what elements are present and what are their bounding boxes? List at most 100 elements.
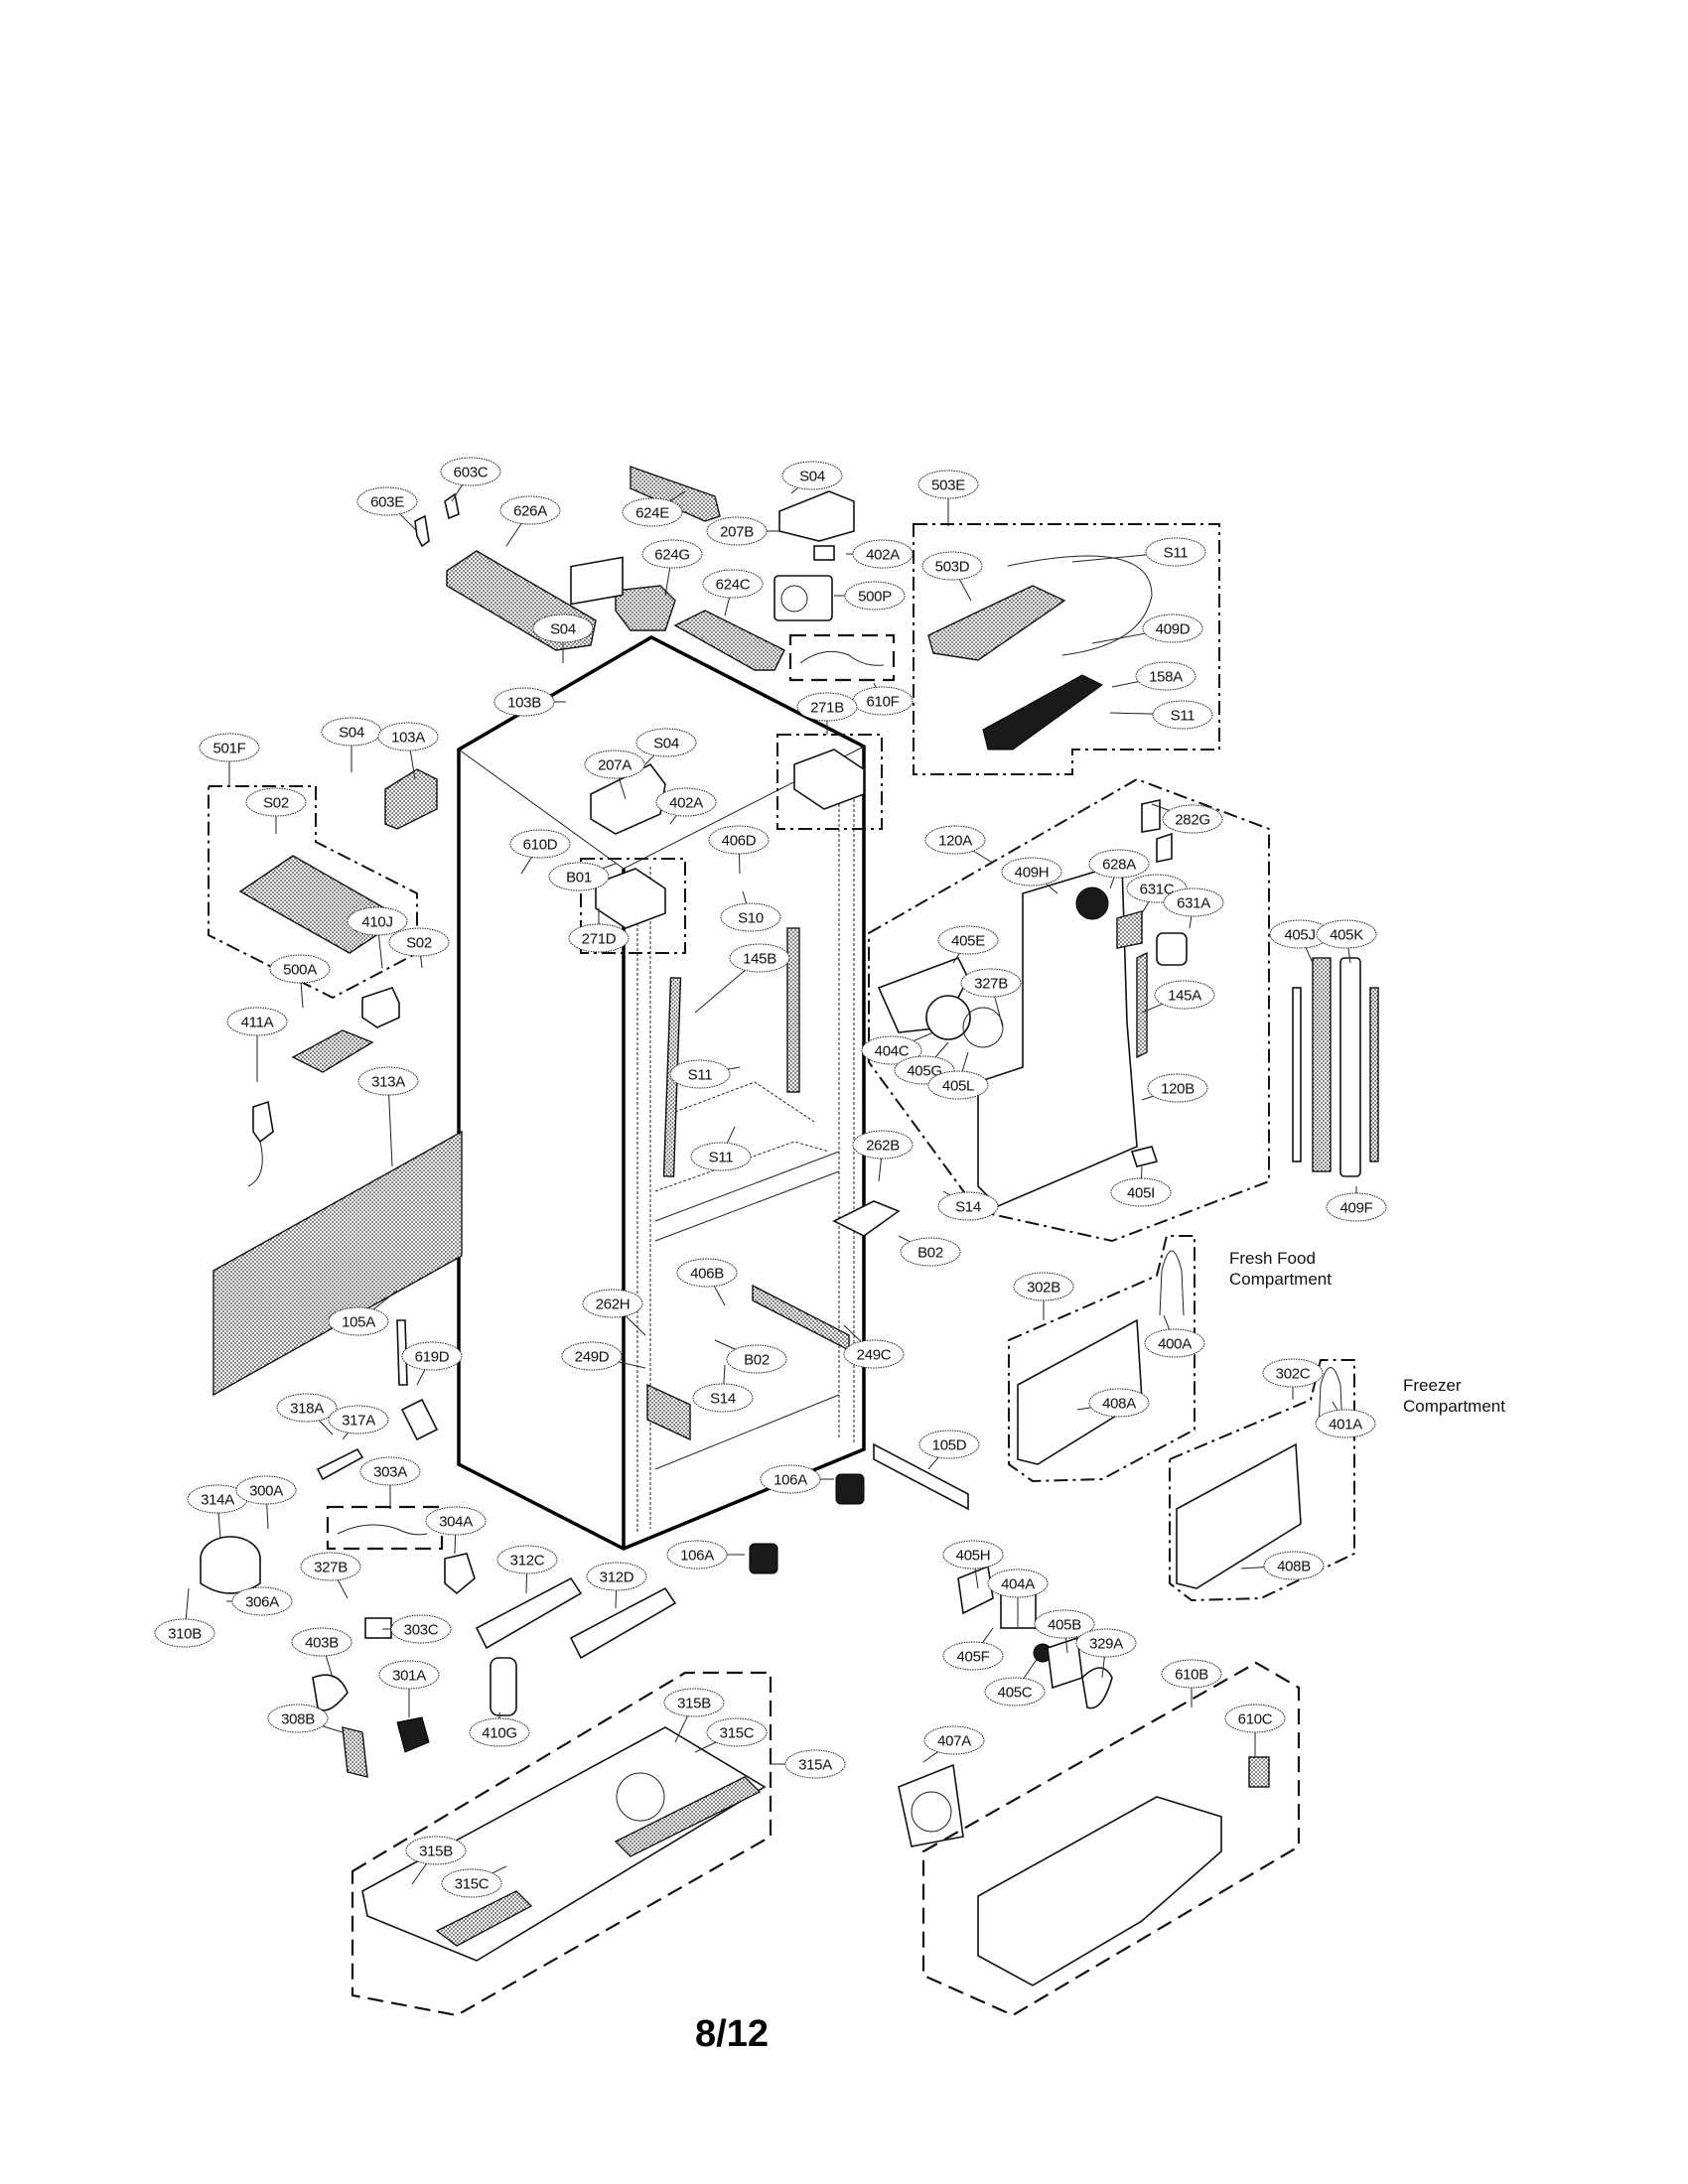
leader-line [724, 597, 731, 616]
part-number-label: S04 [550, 621, 576, 638]
callout-ellipse [390, 1614, 452, 1644]
callout-ellipse [1262, 1358, 1324, 1388]
callout-ellipse [781, 461, 843, 490]
callout-403B: 403B [291, 1627, 352, 1679]
part-number-label: 301A [392, 1668, 426, 1685]
evaporator-box-302C [1169, 1359, 1355, 1602]
callout-S04: S04 [635, 728, 697, 765]
callout-301A: 301A [378, 1660, 440, 1717]
part-262B [832, 1200, 901, 1237]
part-number-label: 405C [998, 1685, 1033, 1702]
callout-ellipse [469, 1717, 530, 1747]
leader-line [505, 523, 522, 547]
part-303C [364, 1617, 392, 1639]
callout-405F: 405F [942, 1627, 1004, 1671]
part-number-label: 407A [937, 1733, 971, 1750]
callout-ellipse [377, 722, 439, 751]
callout-329A: 329A [1075, 1628, 1137, 1679]
callout-315B: 315B [663, 1688, 725, 1743]
leader-line [1046, 883, 1058, 894]
callout-ellipse [663, 1688, 725, 1717]
callout-628A: 628A [1088, 849, 1150, 889]
part-number-label: 207B [720, 524, 754, 541]
callout-315C: 315C [694, 1717, 768, 1753]
leader-line [958, 579, 972, 602]
callout-626A: 626A [499, 495, 561, 547]
callout-ellipse [440, 457, 501, 486]
leader-line [674, 1715, 688, 1743]
callout-ellipse [852, 539, 914, 569]
part-number-label: S10 [738, 910, 764, 927]
part-105D [873, 1442, 969, 1511]
part-number-label: 306A [245, 1594, 279, 1611]
leader-line [1189, 915, 1193, 929]
part-number-label: 402A [669, 795, 703, 812]
callout-327B: 327B [960, 968, 1022, 1028]
leader-line [266, 1503, 269, 1530]
callout-S11: S11 [1071, 537, 1206, 567]
callout-405C: 405C [984, 1657, 1046, 1706]
part-number-label: 624G [654, 547, 690, 564]
part-number-label: 310B [168, 1626, 202, 1643]
callout-631A: 631A [1163, 887, 1224, 929]
callout-ellipse [586, 1562, 647, 1591]
part-408B [1176, 1442, 1302, 1589]
leader-line [451, 484, 463, 502]
callout-ellipse [690, 1142, 752, 1171]
callout-406B: 406B [676, 1258, 738, 1306]
part-number-label: 249D [575, 1349, 610, 1366]
part-number-label: 409H [1015, 865, 1050, 882]
callout-ellipse [702, 569, 764, 599]
leader-line [1240, 1567, 1265, 1570]
callout-ellipse [1161, 1659, 1222, 1689]
callout-ellipse [706, 1717, 768, 1747]
part-number-label: 410G [482, 1725, 517, 1742]
leader-line [1141, 1003, 1163, 1014]
callout-503E: 503E [917, 470, 979, 526]
callout-ellipse [924, 825, 986, 855]
fresh-food-label-line2: Compartment [1229, 1270, 1332, 1289]
callout-ellipse [154, 1618, 215, 1648]
callout-207B: 207B [706, 516, 779, 546]
part-number-label: 624C [716, 577, 751, 594]
part-number-label: S04 [653, 736, 679, 752]
part-number-label: 405L [942, 1078, 974, 1095]
callout-402A: 402A [846, 539, 914, 569]
part-number-label: 603C [454, 465, 489, 481]
part-411A [252, 1100, 274, 1144]
part-number-label: 628A [1102, 857, 1136, 874]
part-405J [1312, 957, 1332, 1172]
callout-ellipse [726, 1344, 787, 1374]
callout-105A: 105A [328, 1290, 398, 1336]
leader-line [934, 1041, 949, 1058]
callout-300A: 300A [235, 1475, 297, 1530]
callout-ellipse [276, 1393, 338, 1423]
callout-410G: 410G [469, 1712, 530, 1747]
part-number-label: 302C [1276, 1366, 1311, 1383]
callout-ellipse [987, 1569, 1049, 1598]
leader-line [1064, 1637, 1068, 1654]
part-number-label: 317A [342, 1413, 375, 1430]
leader-line [942, 1190, 950, 1196]
part-301A [396, 1716, 430, 1753]
freezer-label-line1: Freezer [1403, 1376, 1462, 1395]
part-number-label: 312C [510, 1553, 545, 1570]
callout-B01: B01 [548, 862, 617, 891]
wire-box-610F [788, 633, 896, 682]
part-number-label: 327B [974, 976, 1008, 993]
callout-ellipse [917, 470, 979, 499]
part-603C [444, 492, 460, 520]
callout-ellipse [235, 1475, 297, 1505]
leader-line [416, 1369, 426, 1386]
part-number-label: 411A [241, 1015, 274, 1031]
callout-ellipse [1147, 1073, 1208, 1103]
part-number-label: 400A [1158, 1336, 1192, 1353]
callout-ellipse [708, 825, 770, 855]
callout-S02: S02 [388, 927, 450, 969]
evaporator-box-302B [1008, 1235, 1196, 1483]
part-410G [490, 1657, 517, 1716]
callout-ellipse [720, 902, 781, 932]
callout-ellipse [706, 516, 768, 546]
part-329A [1081, 1667, 1113, 1709]
part-410J [361, 987, 400, 1028]
